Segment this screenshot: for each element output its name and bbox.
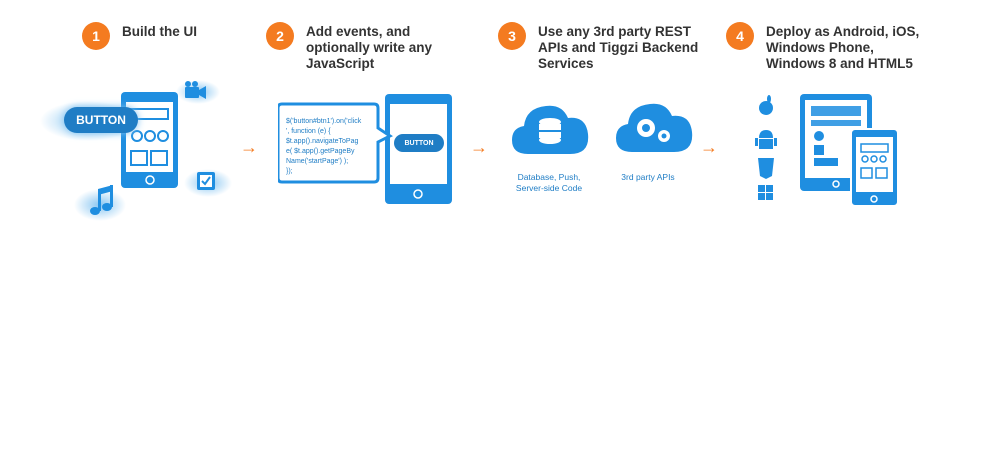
code-snippet: $('button#btn1').on('click ', function (… — [286, 117, 378, 177]
backend-caption: Database, Push, Server-side Code — [515, 172, 583, 193]
services-illustration — [512, 103, 693, 154]
code-line: e( $t.app().getPageBy — [286, 148, 355, 155]
step-title: Deploy as Android, iOS, Windows Phone, W… — [766, 24, 920, 71]
deploy-illustration — [755, 94, 899, 207]
database-cloud-icon — [512, 105, 589, 154]
music-note-icon — [90, 185, 113, 215]
step-number-badge: 2 — [266, 22, 294, 50]
code-line: ', function (e) { — [286, 128, 331, 135]
checkbox-icon — [197, 172, 215, 190]
code-line: Name('startPage') ); — [286, 158, 349, 165]
step-number-badge: 4 — [726, 22, 754, 50]
apple-icon — [759, 95, 773, 115]
android-icon — [755, 130, 777, 149]
code-bubble — [278, 102, 393, 184]
step-number-badge: 1 — [82, 22, 110, 50]
code-line: $('button#btn1').on('click — [286, 118, 362, 125]
step-3-header: 3 Use any 3rd party REST APIs and Tiggzi… — [498, 22, 698, 72]
event-button-sample: BUTTON — [394, 134, 444, 152]
step-1-header: 1 Build the UI — [82, 22, 197, 50]
flow-arrow: → — [240, 137, 258, 157]
apis-caption: 3rd party APIs — [621, 172, 675, 182]
flow-arrow: → — [700, 137, 718, 157]
step-title: Build the UI — [122, 24, 197, 39]
build-ui-illustration — [40, 80, 232, 221]
step-2-header: 2 Add events, and optionally write any J… — [266, 22, 432, 72]
step-4-header: 4 Deploy as Android, iOS, Windows Phone,… — [726, 22, 919, 72]
step-title: Use any 3rd party REST APIs and Tiggzi B… — [538, 24, 699, 71]
step-title: Add events, and optionally write any Jav… — [306, 24, 433, 71]
video-camera-icon — [185, 81, 206, 99]
flow-arrow: → — [470, 137, 488, 157]
html5-icon — [758, 158, 774, 179]
windows-icon — [758, 185, 773, 200]
gears-cloud-icon — [616, 103, 693, 152]
ui-button-sample: BUTTON — [64, 107, 138, 133]
step-number-badge: 3 — [498, 22, 526, 50]
code-line: $t.app().navigateToPag — [286, 138, 359, 145]
code-line: }); — [286, 168, 293, 175]
